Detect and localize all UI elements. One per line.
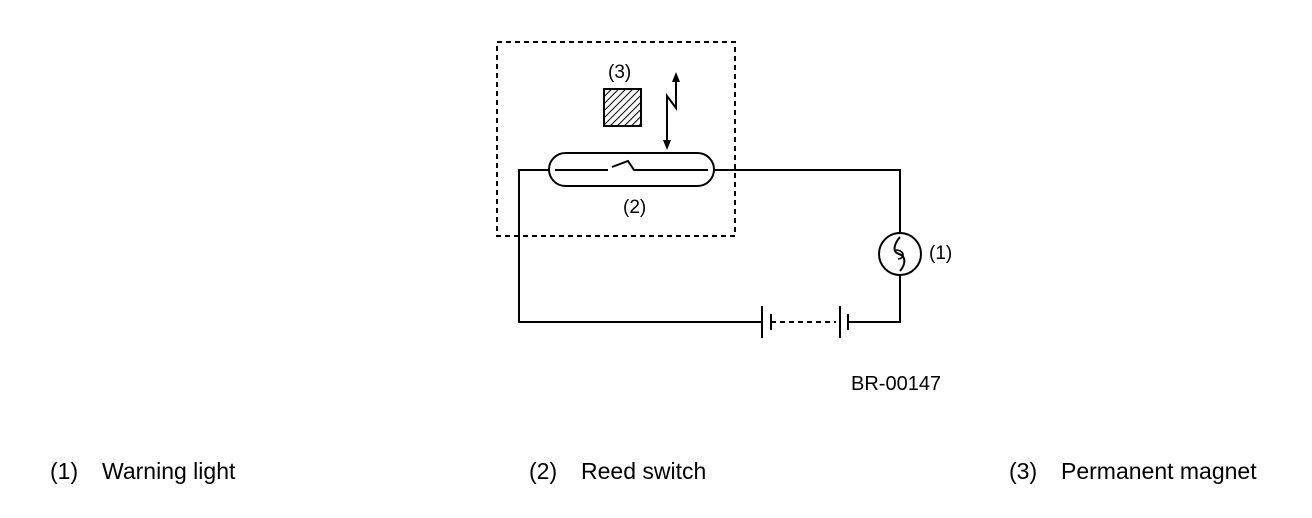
legend-item-reed-switch: (2) Reed switch [529,458,706,485]
battery-symbol [761,306,849,338]
legend-text: Reed switch [581,458,707,484]
reed-switch-symbol [548,152,715,187]
reed-switch-callout-label: (2) [623,197,646,218]
legend: (1) Warning light (2) Reed switch (3) Perma… [0,458,1312,492]
warning-light-symbol [878,232,922,276]
figure-code: BR-00147 [851,373,941,395]
legend-number: (1) [50,458,79,484]
legend-item-permanent-magnet: (3) Permanent magnet [1009,458,1257,485]
legend-number: (3) [1009,458,1038,484]
sensor-enclosure-dashed-box [496,41,736,237]
legend-number: (2) [529,458,558,484]
circuit-wires [518,169,901,323]
legend-text: Permanent magnet [1061,458,1257,484]
warning-light-callout-label: (1) [929,243,952,264]
movement-arrow-icon [663,72,680,150]
magnet-callout-label: (3) [608,62,631,83]
permanent-magnet-symbol [603,88,642,127]
legend-text: Warning light [102,458,236,484]
legend-item-warning-light: (1) Warning light [50,458,235,485]
